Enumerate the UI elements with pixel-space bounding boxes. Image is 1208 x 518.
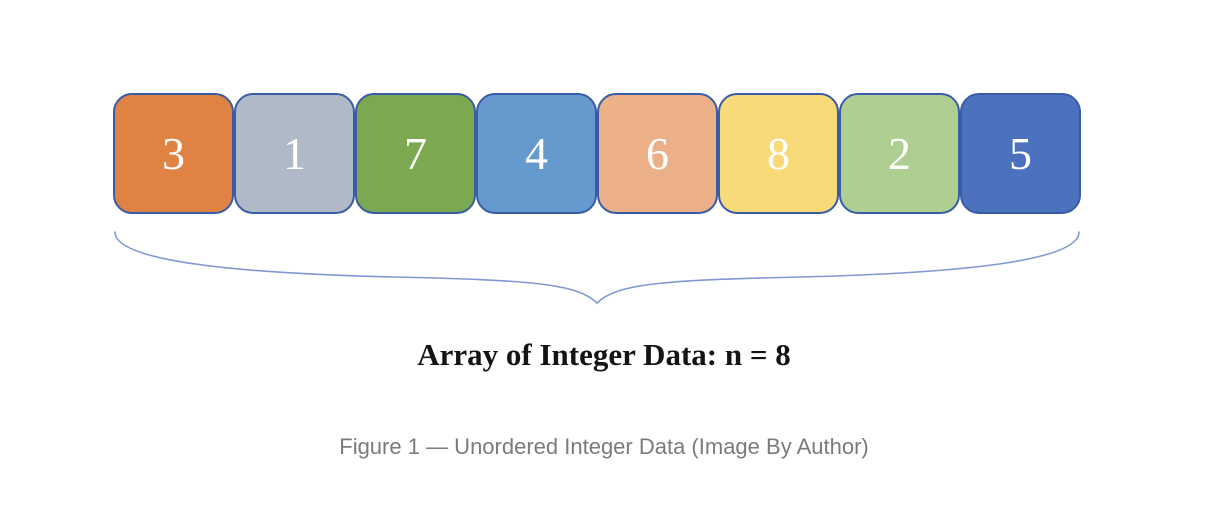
figure-caption: Figure 1 — Unordered Integer Data (Image… (339, 434, 869, 459)
array-cell-value: 4 (525, 128, 548, 179)
array-label: Array of Integer Data: n = 8 (417, 337, 791, 372)
array-cell-value: 2 (888, 128, 911, 179)
curly-brace-icon (113, 229, 1081, 307)
array-cell: 1 (234, 93, 355, 214)
array-cell: 2 (839, 93, 960, 214)
array-cell: 4 (476, 93, 597, 214)
array-cell: 5 (960, 93, 1081, 214)
array-cell: 3 (113, 93, 234, 214)
array-cell-value: 5 (1009, 128, 1032, 179)
array-cell-value: 7 (404, 128, 427, 179)
array-cell-value: 8 (767, 128, 790, 179)
integer-array-row: 3 1 7 4 6 8 2 5 (113, 93, 1081, 214)
array-cell: 7 (355, 93, 476, 214)
array-cell-value: 1 (283, 128, 306, 179)
array-cell-value: 6 (646, 128, 669, 179)
array-cell: 8 (718, 93, 839, 214)
array-cell-value: 3 (162, 128, 185, 179)
array-cell: 6 (597, 93, 718, 214)
